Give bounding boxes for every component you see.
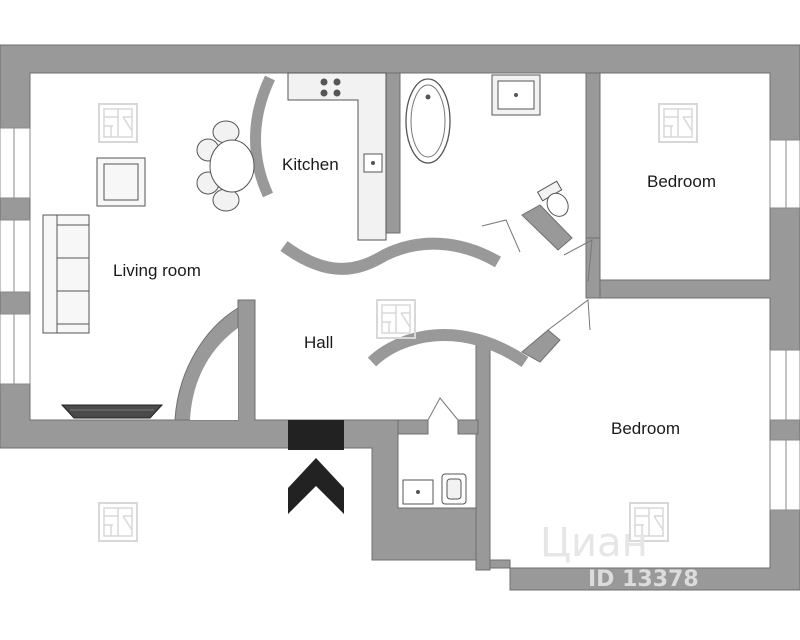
wall-wc-top-right: [457, 419, 479, 435]
kitchen-sink-icon: [363, 153, 383, 173]
bath-sink-icon: [491, 74, 541, 116]
curved-partition-living: [250, 75, 275, 198]
door-bedroom-bottom: [547, 299, 591, 331]
watermark-id: ID 13378: [588, 567, 699, 592]
stove-icon: [320, 78, 341, 97]
room-label-bedroom-top: Bedroom: [647, 172, 716, 191]
wc-sink-icon: [402, 479, 434, 505]
windows-right: [769, 139, 800, 511]
wall-kitchen-bath: [385, 72, 401, 234]
armchair-icon: [96, 157, 146, 207]
wall-angle-lower: [521, 329, 561, 363]
wall-wc-bedroom: [475, 344, 491, 571]
room-label-hall: Hall: [304, 333, 333, 352]
wc-toilet-icon: [441, 473, 467, 505]
dining-table-icon: [196, 120, 255, 212]
room-label-bedroom-bottom: Bedroom: [611, 419, 680, 438]
curved-wall-kitchen: [280, 237, 502, 275]
room-label-living-room: Living room: [113, 261, 201, 280]
watermark-brand: Циан: [540, 520, 648, 566]
bath-toilet-icon: [536, 180, 569, 217]
windows-left: [0, 127, 31, 385]
door-bathroom: [481, 219, 521, 253]
wall-angle-upper: [521, 204, 573, 251]
wall-bath-bedroom: [585, 72, 601, 239]
kitchen-counter: [287, 72, 387, 241]
entrance-arrow-icon: [288, 458, 344, 514]
door-bedroom-top: [563, 239, 593, 283]
door-wc: [427, 397, 459, 421]
wall-angle-right: [585, 237, 601, 299]
room-label-kitchen: Kitchen: [282, 155, 339, 174]
bathtub-icon: [405, 78, 451, 164]
curved-wall-hall: [367, 329, 529, 367]
entrance-door: [288, 420, 344, 450]
wall-wc-top: [397, 419, 429, 435]
tv-icon: [60, 404, 164, 419]
sofa-icon: [42, 214, 90, 334]
